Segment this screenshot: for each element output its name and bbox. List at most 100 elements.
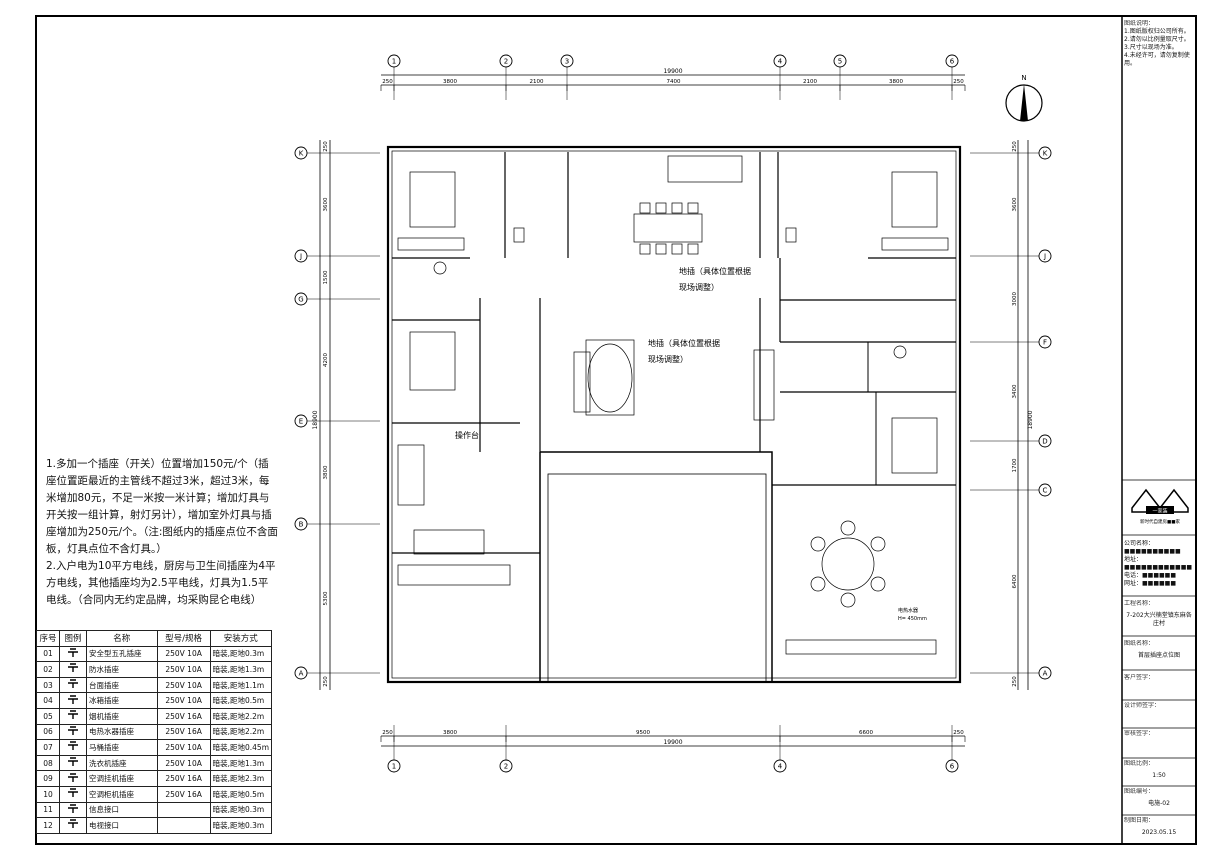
svg-text:J: J — [299, 253, 302, 261]
building-walls — [386, 145, 962, 684]
legend-install: 暗装,距地0.3m — [209, 817, 273, 834]
svg-text:D: D — [1042, 438, 1047, 446]
axis-bottom-6: 6 — [945, 759, 959, 773]
company-line-3: 电话：■■■■■■ — [1124, 572, 1177, 579]
col-index: 序号 — [36, 630, 60, 647]
axis-left-A: A — [294, 666, 308, 680]
bed-g — [409, 331, 456, 391]
svg-text:E: E — [299, 418, 303, 426]
segment-dim: 5300 — [323, 591, 329, 605]
legend-spec — [156, 801, 211, 819]
legend-index: 06 — [36, 723, 60, 741]
segment-dim: 2100 — [530, 79, 544, 85]
washbasin-2 — [893, 345, 907, 359]
number-field: 图纸编号： 电施-02 — [1124, 788, 1194, 808]
axis-top-1: 1 — [387, 54, 401, 68]
floor-socket-note-1b: 现场调整） — [679, 282, 719, 292]
legend-name: 空调柜机插座 — [86, 785, 158, 803]
title-block-notes: 图纸说明： 1.图纸版权归公司所有。 2.请勿以比例量取尺寸。 3.尺寸以现场为… — [1124, 20, 1194, 68]
dining-table — [633, 213, 703, 243]
axis-bottom-4: 4 — [773, 759, 787, 773]
drawing-name-field: 图纸名称： 首层插座点位图 — [1124, 640, 1194, 660]
sofa-left-g — [573, 351, 591, 413]
socket-symbol-icon — [68, 788, 78, 798]
segment-dim: 3400 — [1012, 384, 1018, 398]
axis-right-D: D — [1038, 434, 1052, 448]
legend-index: 02 — [36, 661, 60, 678]
scale-label: 图纸比例： — [1124, 760, 1155, 767]
legend-install: 暗装,距地0.45m — [209, 739, 273, 756]
legend-symbol — [59, 770, 87, 787]
bed-d — [891, 417, 938, 474]
socket-symbol-icon — [68, 804, 78, 813]
socket-symbol-icon — [68, 819, 78, 829]
legend-name: 空调挂机插座 — [86, 770, 158, 787]
floor-socket-note-2: 地插（具体位置根据 — [648, 338, 720, 348]
svg-text:A: A — [1043, 670, 1048, 678]
scale-value: 1:50 — [1152, 772, 1166, 779]
scale-field: 图纸比例： 1:50 — [1124, 760, 1194, 780]
round-table-chairs — [810, 520, 886, 608]
segment-dim: 3600 — [323, 197, 329, 211]
axis-top-4: 4 — [773, 54, 787, 68]
axis-left-J: J — [294, 249, 308, 263]
legend-spec: 250V 16A — [156, 723, 211, 741]
legend-name: 冰箱插座 — [86, 692, 158, 709]
segment-dim: 6400 — [1012, 574, 1018, 588]
socket-symbol-icon — [68, 741, 78, 751]
segment-dim: 3800 — [323, 465, 329, 479]
segment-dim: 9500 — [636, 730, 650, 736]
designer-sign-field: 设计师签字： — [1124, 702, 1194, 710]
svg-text:新时代自建房■■家: 新时代自建房■■家 — [1140, 518, 1181, 525]
segment-dim: 3800 — [443, 79, 457, 85]
axis-top-2: 2 — [499, 54, 513, 68]
legend-index: 01 — [36, 645, 60, 663]
legend-symbol — [59, 801, 87, 819]
counter-label: 操作台 — [455, 430, 479, 440]
svg-text:F: F — [1043, 339, 1047, 347]
svg-text:K: K — [1043, 150, 1048, 158]
legend-index: 05 — [36, 707, 60, 725]
legend-install: 暗装,距地1.3m — [209, 661, 273, 678]
axis-bottom-2: 2 — [499, 759, 513, 773]
legend-name: 马桶插座 — [86, 739, 158, 756]
segment-dim: 250 — [953, 79, 964, 85]
number-value: 电施-02 — [1148, 800, 1170, 807]
drawing-note-4: 4.未经许可，请勿复制使用。 — [1124, 52, 1190, 67]
socket-symbol-icon — [68, 710, 78, 720]
bottom-total-dim: 19900 — [663, 739, 682, 746]
legend-name: 台面插座 — [86, 676, 158, 694]
wardrobe-2 — [881, 237, 949, 251]
svg-text:4: 4 — [778, 763, 783, 771]
segment-dim: 250 — [382, 79, 393, 85]
sofa-top — [667, 155, 743, 183]
axis-right-A: A — [1038, 666, 1052, 680]
socket-symbol-icon — [68, 694, 78, 704]
company-line-4: 网址：■■■■■■ — [1124, 580, 1177, 587]
segment-dim: 6600 — [859, 730, 873, 736]
socket-symbol-icon — [68, 648, 78, 657]
legend-symbol — [59, 785, 87, 803]
svg-text:N: N — [1021, 74, 1026, 82]
svg-text:一家装: 一家装 — [1152, 508, 1167, 515]
segment-dim: 3800 — [443, 730, 457, 736]
axis-right-C: C — [1038, 483, 1052, 497]
number-label: 图纸编号： — [1124, 788, 1155, 795]
svg-text:J: J — [1043, 253, 1046, 261]
legend-symbol — [59, 645, 87, 663]
svg-text:2: 2 — [504, 58, 508, 66]
legend-name: 安全型五孔插座 — [86, 645, 158, 663]
client-sign-label: 客户签字： — [1124, 674, 1155, 681]
axis-right-F: F — [1038, 335, 1052, 349]
washbasin-1 — [433, 261, 447, 275]
drawing-note-3: 3.尺寸以现场为准。 — [1124, 44, 1178, 51]
date-field: 制图日期： 2023.05.15 — [1124, 817, 1194, 837]
title-block-lines — [1122, 479, 1196, 816]
legend-name: 烟机插座 — [86, 707, 158, 725]
drawing-notes-label: 图纸说明： — [1124, 20, 1155, 27]
col-name: 名称 — [86, 630, 158, 647]
